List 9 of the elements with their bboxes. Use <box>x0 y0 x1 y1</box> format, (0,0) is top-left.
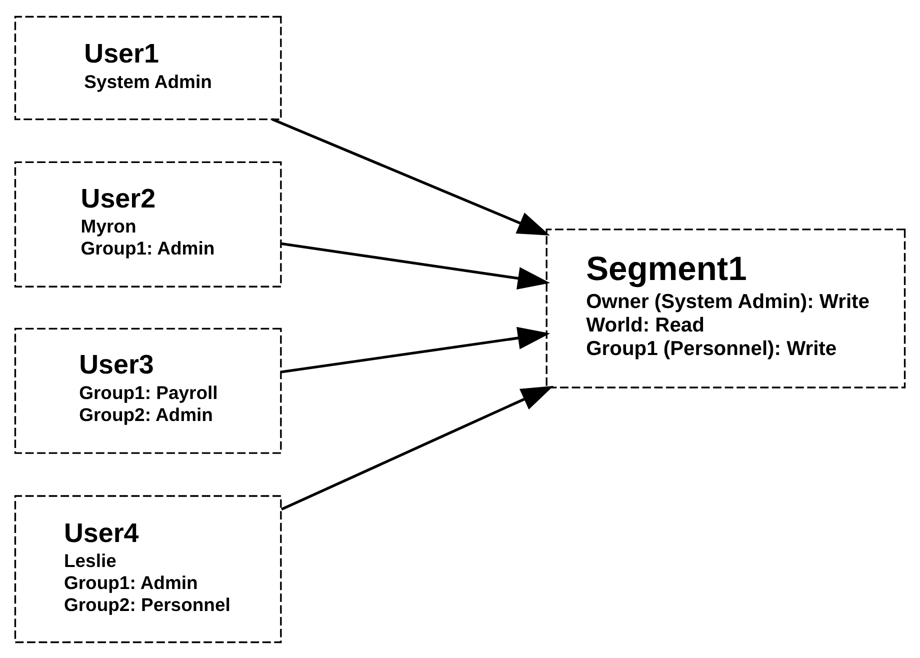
arrow <box>281 326 550 373</box>
node-box: User3 Group1: Payroll Group2: Admin <box>14 327 282 454</box>
node-box: User4 Leslie Group1: Admin Group2: Personnel <box>14 494 282 643</box>
arrow <box>280 385 554 510</box>
node-box: User1 System Admin <box>14 15 282 120</box>
node-box: User2 Myron Group1: Admin <box>14 160 282 287</box>
node-box: Segment1 Owner (System Admin): Write World: Read Group1 (Personnel): Write <box>546 228 906 388</box>
arrow <box>281 242 550 290</box>
arrow <box>272 118 550 236</box>
